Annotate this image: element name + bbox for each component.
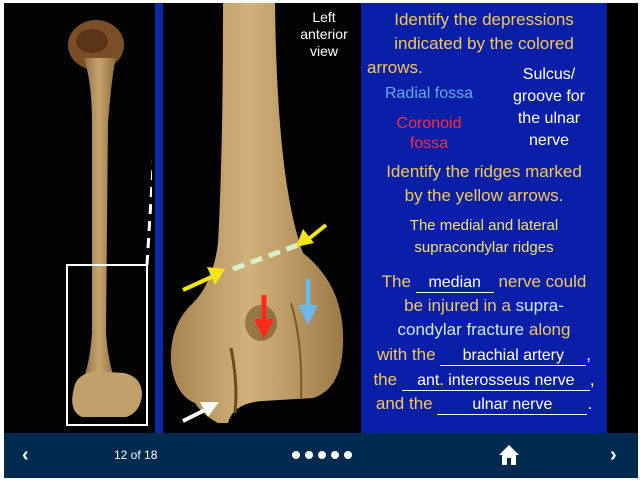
blank-median: median bbox=[415, 274, 494, 293]
question2-line: Identify the ridges marked bbox=[386, 162, 582, 181]
page-dots bbox=[292, 451, 352, 459]
fill-line-2: be injured in a supra- bbox=[361, 295, 607, 317]
answer-sulcus-line: the ulnar bbox=[517, 110, 581, 127]
answer-coronoid-fossa-line: fossa bbox=[409, 135, 449, 152]
fill-text: with the bbox=[376, 345, 436, 364]
humerus-illustration bbox=[66, 3, 165, 426]
fill-text: condylar fracture bbox=[397, 320, 525, 339]
question1-line: arrows. bbox=[367, 58, 423, 77]
divider-stripe bbox=[155, 3, 163, 433]
yellow-arrow-right-icon bbox=[296, 223, 328, 247]
chevron-left-icon: ‹ bbox=[22, 444, 29, 466]
page-dot[interactable] bbox=[318, 451, 326, 459]
zoom-region-box bbox=[66, 264, 148, 426]
yellow-arrow-left-icon bbox=[182, 267, 225, 292]
view-label-line: anterior bbox=[300, 26, 348, 42]
fill-text: and the bbox=[375, 394, 433, 413]
answer-sulcus-line: groove for bbox=[512, 88, 586, 105]
question-text-panel: Identify the depressions indicated by th… bbox=[361, 3, 607, 433]
home-icon bbox=[499, 445, 519, 465]
blank-ant-interosseus-nerve: ant. interosseus nerve bbox=[401, 372, 590, 391]
page-dot[interactable] bbox=[344, 451, 352, 459]
fill-line-6: and the ulnar nerve. bbox=[361, 393, 607, 415]
slide-right-margin bbox=[607, 3, 638, 433]
full-humerus-image bbox=[4, 3, 165, 433]
answer-sulcus-line: nerve bbox=[528, 132, 570, 149]
question2-line: by the yellow arrows. bbox=[404, 186, 564, 205]
bottom-navbar: ‹ 12 of 18 › bbox=[4, 433, 638, 478]
fill-line-3: condylar fracture along bbox=[361, 319, 607, 341]
chevron-right-icon: › bbox=[610, 444, 617, 466]
home-button[interactable] bbox=[498, 444, 520, 466]
fill-line-1: The median nerve could bbox=[361, 271, 607, 293]
white-arrow-icon bbox=[182, 402, 219, 423]
page-dot[interactable] bbox=[292, 451, 300, 459]
zoom-dashed-line bbox=[145, 3, 165, 266]
blue-arrow-icon bbox=[298, 279, 318, 325]
answer-sulcus-line: Sulcus/ bbox=[522, 66, 576, 83]
fill-text: The bbox=[381, 272, 411, 291]
question1-line: Identify the depressions bbox=[394, 10, 574, 29]
fill-text: nerve could bbox=[498, 272, 587, 291]
distal-humerus-image: Left anterior view bbox=[163, 3, 360, 433]
distal-humerus-illustration bbox=[170, 3, 344, 423]
fill-text: be injured in a bbox=[404, 296, 511, 315]
fill-line-5: the ant. interosseus nerve, bbox=[361, 369, 607, 391]
view-label-line: Left bbox=[312, 9, 336, 25]
page-dot[interactable] bbox=[331, 451, 339, 459]
fill-text: , bbox=[589, 370, 595, 389]
view-label-line: view bbox=[309, 43, 338, 59]
blank-ulnar-nerve: ulnar nerve bbox=[437, 396, 588, 415]
previous-slide-button[interactable]: ‹ bbox=[22, 445, 42, 465]
fill-text: , bbox=[586, 345, 592, 364]
fill-text: along bbox=[528, 320, 571, 339]
answer-radial-fossa: Radial fossa bbox=[384, 85, 474, 102]
view-label: Left anterior view bbox=[289, 9, 359, 60]
red-arrow-icon bbox=[254, 295, 274, 339]
fill-text: . bbox=[587, 394, 593, 413]
answer2-line: The medial and lateral bbox=[409, 217, 559, 234]
answer-coronoid-fossa-line: Coronoid bbox=[396, 115, 462, 132]
answer2-line: supracondylar ridges bbox=[414, 239, 554, 256]
ridge-dashed-line bbox=[232, 242, 299, 272]
next-slide-button[interactable]: › bbox=[610, 445, 630, 465]
blank-brachial-artery: brachial artery bbox=[440, 347, 587, 366]
fill-line-4: with the brachial artery, bbox=[361, 344, 607, 366]
fill-text: the bbox=[373, 370, 398, 389]
fill-text: supra- bbox=[515, 296, 564, 315]
question1-line: indicated by the colored bbox=[394, 34, 574, 53]
page-indicator: 12 of 18 bbox=[114, 448, 158, 462]
page-dot[interactable] bbox=[305, 451, 313, 459]
slide: Left anterior view Identify the depressi… bbox=[4, 3, 638, 433]
